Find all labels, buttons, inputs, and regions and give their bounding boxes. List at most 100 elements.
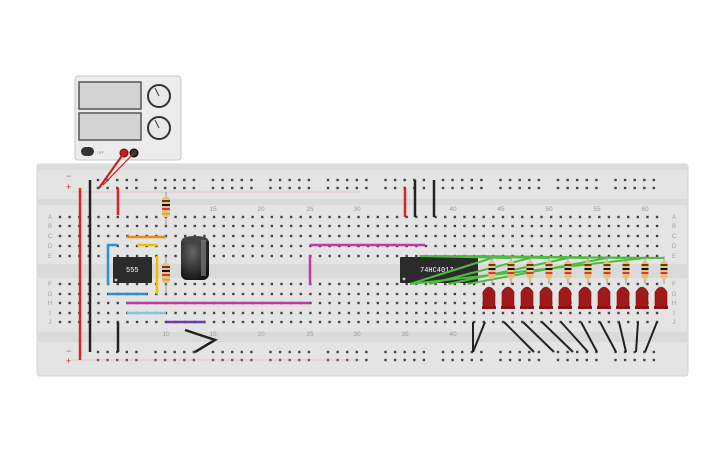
hole[interactable] bbox=[347, 234, 351, 238]
rail-hole[interactable] bbox=[355, 186, 358, 190]
led-ground-wire[interactable] bbox=[635, 321, 639, 353]
hole[interactable] bbox=[472, 244, 476, 248]
hole[interactable] bbox=[97, 282, 100, 286]
hole[interactable] bbox=[97, 320, 100, 324]
led-ground-wire[interactable] bbox=[618, 321, 627, 353]
hole[interactable] bbox=[434, 244, 437, 248]
hole[interactable] bbox=[299, 320, 302, 324]
rail-hole[interactable] bbox=[499, 178, 502, 182]
hole[interactable] bbox=[126, 282, 129, 286]
hole[interactable] bbox=[636, 224, 639, 228]
hole[interactable] bbox=[366, 215, 370, 219]
rail-hole[interactable] bbox=[623, 186, 627, 190]
hole[interactable] bbox=[366, 311, 370, 315]
hole[interactable] bbox=[482, 320, 485, 324]
hole[interactable] bbox=[261, 215, 264, 219]
rail-hole[interactable] bbox=[365, 178, 368, 182]
hole[interactable] bbox=[280, 224, 283, 228]
hole[interactable] bbox=[559, 311, 562, 315]
hole[interactable] bbox=[511, 282, 514, 286]
current-knob[interactable] bbox=[147, 116, 171, 140]
hole[interactable] bbox=[241, 244, 245, 248]
hole[interactable] bbox=[174, 244, 177, 248]
hole[interactable] bbox=[463, 301, 466, 305]
hole[interactable] bbox=[598, 244, 601, 248]
hole[interactable] bbox=[126, 254, 129, 258]
hole[interactable] bbox=[357, 320, 360, 324]
hole[interactable] bbox=[338, 282, 341, 286]
hole[interactable] bbox=[405, 311, 408, 315]
hole[interactable] bbox=[578, 320, 582, 324]
hole[interactable] bbox=[540, 282, 543, 286]
hole[interactable] bbox=[328, 234, 331, 238]
hole[interactable] bbox=[521, 320, 524, 324]
hole[interactable] bbox=[251, 254, 254, 258]
hole[interactable] bbox=[463, 224, 466, 228]
hole[interactable] bbox=[338, 301, 341, 305]
hole[interactable] bbox=[453, 292, 457, 296]
hole[interactable] bbox=[289, 215, 293, 219]
hole[interactable] bbox=[511, 311, 514, 315]
led-9[interactable] bbox=[635, 256, 649, 309]
hole[interactable] bbox=[309, 215, 312, 219]
hole[interactable] bbox=[328, 254, 331, 258]
hole[interactable] bbox=[193, 224, 197, 228]
hole[interactable] bbox=[444, 224, 447, 228]
hole[interactable] bbox=[366, 301, 370, 305]
hole[interactable] bbox=[578, 282, 582, 286]
led-4[interactable] bbox=[539, 256, 553, 309]
rail-hole[interactable] bbox=[346, 350, 349, 354]
hole[interactable] bbox=[655, 224, 659, 228]
hole[interactable] bbox=[174, 215, 177, 219]
rail-hole[interactable] bbox=[288, 178, 291, 182]
rail-hole[interactable] bbox=[221, 178, 224, 182]
hole[interactable] bbox=[415, 292, 418, 296]
led-1[interactable] bbox=[482, 256, 496, 309]
hole[interactable] bbox=[289, 311, 293, 315]
hole[interactable] bbox=[116, 234, 119, 238]
hole[interactable] bbox=[405, 224, 408, 228]
hole[interactable] bbox=[270, 234, 274, 238]
hole[interactable] bbox=[472, 292, 476, 296]
hole[interactable] bbox=[559, 224, 562, 228]
hole[interactable] bbox=[347, 311, 351, 315]
hole[interactable] bbox=[530, 215, 534, 219]
hole[interactable] bbox=[328, 215, 331, 219]
rail-hole[interactable] bbox=[413, 350, 416, 354]
hole[interactable] bbox=[289, 234, 293, 238]
hole[interactable] bbox=[472, 234, 476, 238]
rail-hole[interactable] bbox=[307, 178, 311, 182]
hole[interactable] bbox=[212, 254, 216, 258]
hole[interactable] bbox=[347, 320, 351, 324]
rail-hole[interactable] bbox=[106, 186, 109, 190]
hole[interactable] bbox=[357, 234, 360, 238]
hole[interactable] bbox=[395, 282, 399, 286]
rail-hole[interactable] bbox=[183, 350, 186, 354]
hole[interactable] bbox=[251, 282, 254, 286]
hole[interactable] bbox=[280, 282, 283, 286]
rail-hole[interactable] bbox=[556, 358, 560, 362]
hole[interactable] bbox=[232, 215, 235, 219]
hole[interactable] bbox=[540, 244, 543, 248]
hole[interactable] bbox=[405, 292, 408, 296]
hole[interactable] bbox=[212, 234, 216, 238]
rail-hole[interactable] bbox=[508, 358, 512, 362]
hole[interactable] bbox=[222, 234, 225, 238]
hole[interactable] bbox=[270, 215, 274, 219]
hole[interactable] bbox=[386, 282, 389, 286]
hole[interactable] bbox=[318, 282, 322, 286]
hole[interactable] bbox=[328, 282, 331, 286]
hole[interactable] bbox=[376, 215, 379, 219]
hole[interactable] bbox=[174, 224, 177, 228]
hole[interactable] bbox=[530, 234, 534, 238]
hole[interactable] bbox=[106, 224, 110, 228]
hole[interactable] bbox=[261, 311, 264, 315]
hole[interactable] bbox=[559, 244, 562, 248]
hole[interactable] bbox=[338, 292, 341, 296]
hole[interactable] bbox=[212, 215, 216, 219]
hole[interactable] bbox=[415, 215, 418, 219]
hole[interactable] bbox=[549, 224, 553, 228]
rail-hole[interactable] bbox=[221, 350, 224, 354]
hole[interactable] bbox=[646, 254, 649, 258]
led-3[interactable] bbox=[520, 256, 534, 309]
